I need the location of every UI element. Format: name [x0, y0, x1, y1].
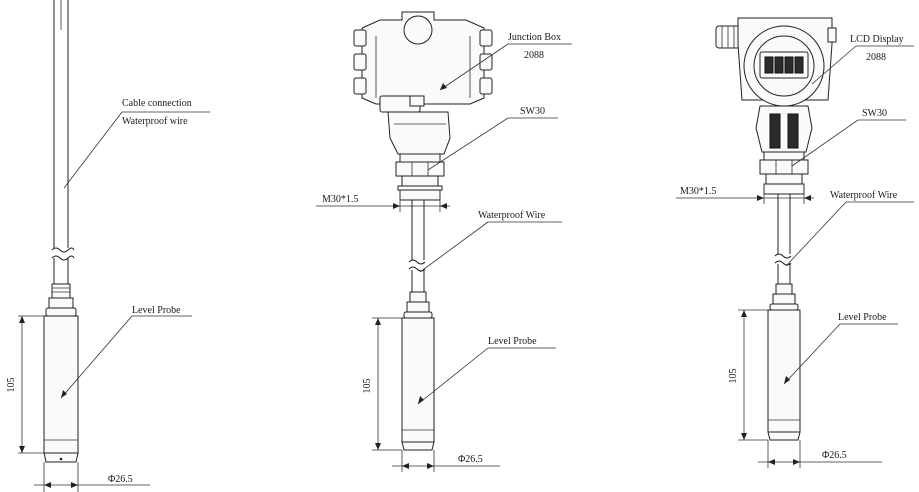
waterproof-wire-label: Waterproof wire [122, 116, 188, 127]
height-label: 105 [6, 378, 17, 393]
thread-label: M30*1.5 [322, 194, 358, 205]
height-label: 105 [362, 379, 373, 394]
model-label: 2088 [866, 52, 886, 63]
cable [51, 0, 75, 284]
height-dimension: 105 [362, 317, 402, 451]
thread-dimension: M30*1.5 [316, 190, 450, 212]
level-probe-label: Level Probe [132, 305, 181, 316]
neck-and-fitting [755, 105, 813, 195]
cable-connection-label: Cable connection [122, 98, 192, 109]
diameter-label: Φ26.5 [822, 450, 847, 461]
level-probe-label: Level Probe [838, 312, 887, 323]
waterproof-wire [774, 194, 792, 284]
wrench-size-label: SW30 [520, 106, 545, 117]
level-probe-body [401, 291, 435, 451]
level-probe-label: Level Probe [488, 336, 537, 347]
junction-box-label: Junction Box [508, 32, 561, 43]
diameter-label: Φ26.5 [458, 454, 483, 465]
diameter-dimension: Φ26.5 [758, 440, 882, 468]
model-label: 2088 [524, 50, 544, 61]
level-probe-body [43, 283, 79, 463]
lcd-digit-3 [784, 56, 794, 74]
junction-box-housing [353, 11, 493, 113]
height-dimension: 105 [728, 309, 768, 441]
diameter-dimension: Φ26.5 [34, 462, 150, 492]
diagram-junction-box-version: 105 Φ26.5 M30*1.5 Junction Box 2088 SW30 [316, 11, 572, 472]
level-probe-body [767, 283, 801, 441]
thread-dimension: M30*1.5 [676, 184, 814, 204]
lcd-housing [715, 17, 837, 107]
diameter-label: Φ26.5 [108, 474, 133, 485]
diagram-lcd-display-version: 105 Φ26.5 M30*1.5 LCD Display 2088 SW30 [676, 17, 914, 468]
lcd-digit-4 [794, 56, 804, 74]
lcd-display-label: LCD Display [850, 34, 904, 45]
height-dimension: 105 [6, 315, 44, 454]
lcd-digit-2 [774, 56, 784, 74]
height-label: 105 [728, 369, 739, 384]
neck-and-fitting [387, 111, 451, 201]
thread-label: M30*1.5 [680, 186, 716, 197]
wrench-size-label: SW30 [862, 108, 887, 119]
waterproof-wire [408, 200, 426, 292]
waterproof-wire-label: Waterproof Wire [478, 210, 546, 221]
diagram-cable-version: 105 Φ26.5 Cable connection Waterproof wi… [6, 0, 210, 492]
waterproof-wire-label: Waterproof Wire [830, 190, 898, 201]
lcd-digit-1 [764, 56, 774, 74]
diameter-dimension: Φ26.5 [392, 450, 500, 472]
